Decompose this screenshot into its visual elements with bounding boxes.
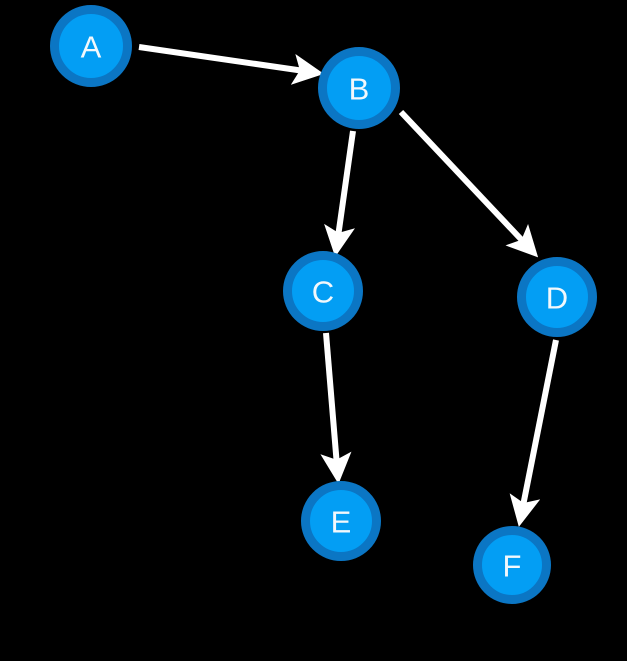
graph-node-a[interactable]: A — [50, 5, 132, 87]
node-circle-f[interactable] — [473, 526, 551, 604]
graph-node-b[interactable]: B — [318, 47, 400, 129]
edges-layer — [138, 44, 559, 527]
node-circle-b[interactable] — [318, 47, 400, 129]
graph-edge-a-b[interactable] — [138, 44, 324, 85]
node-circle-e[interactable] — [301, 481, 381, 561]
graph-edge-d-f[interactable] — [509, 339, 559, 527]
graph-node-f[interactable]: F — [473, 526, 551, 604]
node-circle-c[interactable] — [283, 251, 363, 331]
graph-node-d[interactable]: D — [517, 257, 597, 337]
nodes-layer: A B C D E F — [50, 5, 597, 604]
node-circle-a[interactable] — [50, 5, 132, 87]
graph-edge-b-d[interactable] — [398, 109, 539, 258]
graph-node-e[interactable]: E — [301, 481, 381, 561]
graph-edge-c-e[interactable] — [320, 332, 352, 484]
graph-edge-b-c[interactable] — [324, 130, 356, 257]
node-circle-d[interactable] — [517, 257, 597, 337]
graph-node-c[interactable]: C — [283, 251, 363, 331]
